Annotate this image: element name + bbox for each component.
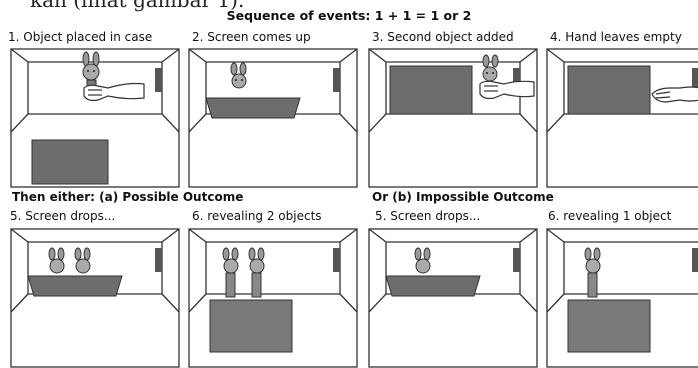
cut-off-top-text: kan (lihat gambar 1).: [30, 0, 245, 12]
toy-figure: [482, 54, 499, 82]
door: [155, 68, 162, 92]
toy-figure: [48, 247, 65, 274]
step-1-label: 1. Object placed in case: [8, 30, 153, 44]
screen-up: [567, 65, 651, 115]
door: [692, 248, 698, 272]
screen-lowered: [31, 139, 109, 185]
door: [333, 248, 340, 272]
outcome-b-heading: Or (b) Impossible Outcome: [372, 190, 554, 204]
door: [155, 248, 162, 272]
screen-up: [389, 65, 473, 115]
hand: [83, 82, 145, 102]
screen-dropping: [27, 275, 123, 297]
panel-step-4: [546, 48, 698, 188]
toy-figure: [584, 247, 601, 298]
door: [333, 68, 340, 92]
screen-raised: [205, 97, 301, 119]
step-5b-label: 5. Screen drops...: [375, 209, 481, 223]
diagram-title: Sequence of events: 1 + 1 = 1 or 2: [226, 8, 472, 23]
door: [692, 68, 698, 92]
step-5a-label: 5. Screen drops...: [10, 209, 116, 223]
screen-lowered: [567, 299, 651, 353]
step-3-label: 3. Second object added: [372, 30, 514, 44]
step-6b-label: 6. revealing 1 object: [548, 209, 672, 223]
empty-hand: [651, 86, 698, 103]
toy-figure: [74, 247, 91, 274]
door: [513, 248, 520, 272]
toy-figure: [82, 51, 100, 89]
screen-lowered: [209, 299, 293, 353]
panel-step-1: [10, 48, 180, 188]
panel-step-6a: [188, 228, 358, 368]
toy-figure: [230, 62, 247, 89]
panel-step-3: [368, 48, 538, 188]
panel-step-6b: [546, 228, 698, 368]
toy-figure: [414, 247, 431, 274]
outcome-a-heading: Then either: (a) Possible Outcome: [12, 190, 244, 204]
step-2-label: 2. Screen comes up: [192, 30, 311, 44]
panel-step-2: [188, 48, 358, 188]
step-4-label: 4. Hand leaves empty: [550, 30, 682, 44]
toy-figure: [222, 247, 239, 298]
door: [513, 68, 520, 92]
step-6a-label: 6. revealing 2 objects: [192, 209, 322, 223]
panel-step-5a: [10, 228, 180, 368]
screen-dropping: [385, 275, 481, 297]
toy-figure: [248, 247, 265, 298]
panel-step-5b: [368, 228, 538, 368]
hand: [479, 80, 535, 100]
